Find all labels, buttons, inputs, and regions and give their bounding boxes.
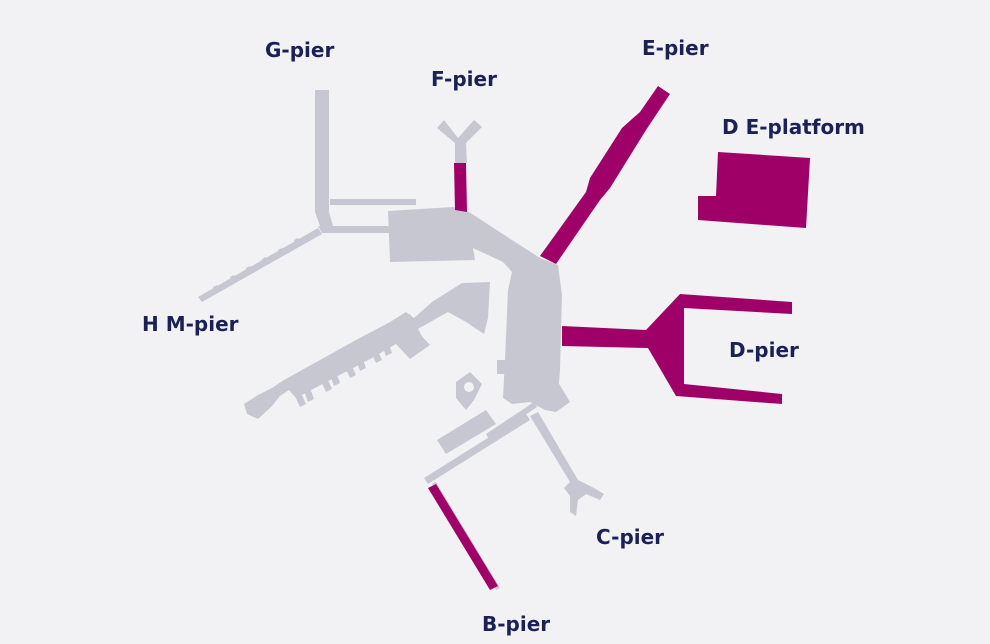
hm-pier-tooth: [230, 275, 236, 283]
c-pier-area[interactable]: [530, 412, 604, 516]
small-building: [497, 360, 508, 374]
de-platform-highlight[interactable]: [698, 152, 810, 228]
d-pier-label[interactable]: D-pier: [729, 338, 799, 362]
grey-terminal-layer: [198, 90, 604, 590]
hm-pier-label[interactable]: H M-pier: [142, 312, 239, 336]
hm-pier-tooth: [213, 285, 219, 293]
small-triangle: [545, 382, 570, 412]
c-pier-label[interactable]: C-pier: [596, 525, 665, 549]
west-concourse-gate: [396, 314, 424, 346]
d-pier-highlight[interactable]: [562, 294, 792, 404]
g-f-connector: [330, 199, 416, 205]
e-pier-highlight[interactable]: [540, 86, 670, 264]
west-concourse-gate: [300, 377, 314, 402]
west-concourse-gate: [340, 353, 356, 378]
hm-pier-tooth: [246, 266, 252, 274]
west-concourse-gate: [326, 361, 340, 386]
g-pier-area[interactable]: [315, 90, 333, 226]
roundabout-hole: [464, 382, 474, 392]
b-pier-corridor: [424, 414, 530, 484]
hm-pier-tooth: [278, 248, 284, 256]
hm-pier-tooth: [294, 238, 300, 246]
west-concourse-gate: [290, 382, 306, 407]
west-concourse-gate: [366, 338, 382, 363]
south-building: [437, 410, 496, 454]
f-pier-head[interactable]: [437, 120, 482, 163]
b-pier-label[interactable]: B-pier: [482, 612, 551, 636]
west-concourse-gate: [316, 367, 332, 392]
g-central-corridor: [318, 226, 390, 233]
highlighted-layer: [428, 86, 810, 590]
b-pier-highlight[interactable]: [428, 484, 498, 590]
de-platform-label[interactable]: D E-platform: [722, 115, 865, 139]
hm-pier-area[interactable]: [198, 228, 322, 302]
b-pier-corridor-2: [486, 402, 537, 439]
central-terminal[interactable]: [388, 207, 562, 410]
f-pier-highlight[interactable]: [454, 163, 467, 212]
g-pier-label[interactable]: G-pier: [265, 38, 335, 62]
west-concourse-gate: [352, 346, 366, 371]
west-concourse[interactable]: [244, 282, 490, 419]
west-concourse-gate: [378, 331, 392, 356]
e-pier-label[interactable]: E-pier: [642, 36, 709, 60]
hm-pier-tooth: [262, 257, 268, 265]
f-pier-label[interactable]: F-pier: [431, 67, 497, 91]
